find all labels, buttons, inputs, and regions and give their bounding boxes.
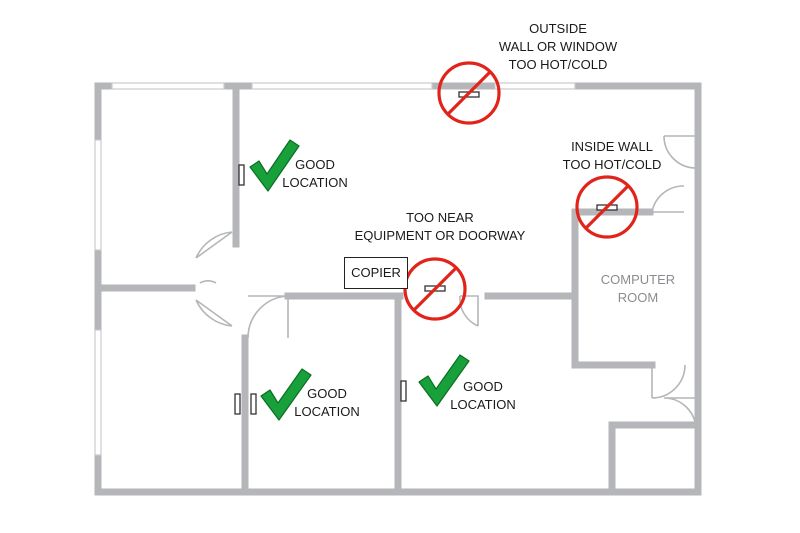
outside-wall-label: OUTSIDE WALL OR WINDOW TOO HOT/COLD [498, 21, 618, 72]
interior-walls [94, 82, 702, 496]
windows [94, 82, 576, 456]
no-symbol-icon [437, 61, 501, 125]
thermostat-icon [250, 393, 257, 415]
copier-box: COPIER [344, 257, 408, 289]
checkmark-icon [249, 139, 300, 192]
inside-wall-label: INSIDE WALL TOO HOT/COLD [562, 139, 662, 172]
computer-room-label: COMPUTER ROOM [600, 272, 676, 305]
thermostat-icon [400, 380, 407, 402]
thermostat-icon [238, 164, 245, 186]
checkmark-icon [260, 368, 312, 421]
good-location-label: GOOD LOCATION [450, 379, 516, 412]
too-near-label: TOO NEAR EQUIPMENT OR DOORWAY [354, 210, 526, 243]
checkmark-icon [418, 354, 470, 407]
no-symbol-icon [575, 175, 639, 239]
doors [195, 135, 697, 431]
good-location-label: GOOD LOCATION [294, 386, 360, 419]
good-location-label: GOOD LOCATION [282, 157, 348, 190]
no-symbol-icon [403, 257, 467, 321]
thermostat-icon [234, 393, 241, 415]
